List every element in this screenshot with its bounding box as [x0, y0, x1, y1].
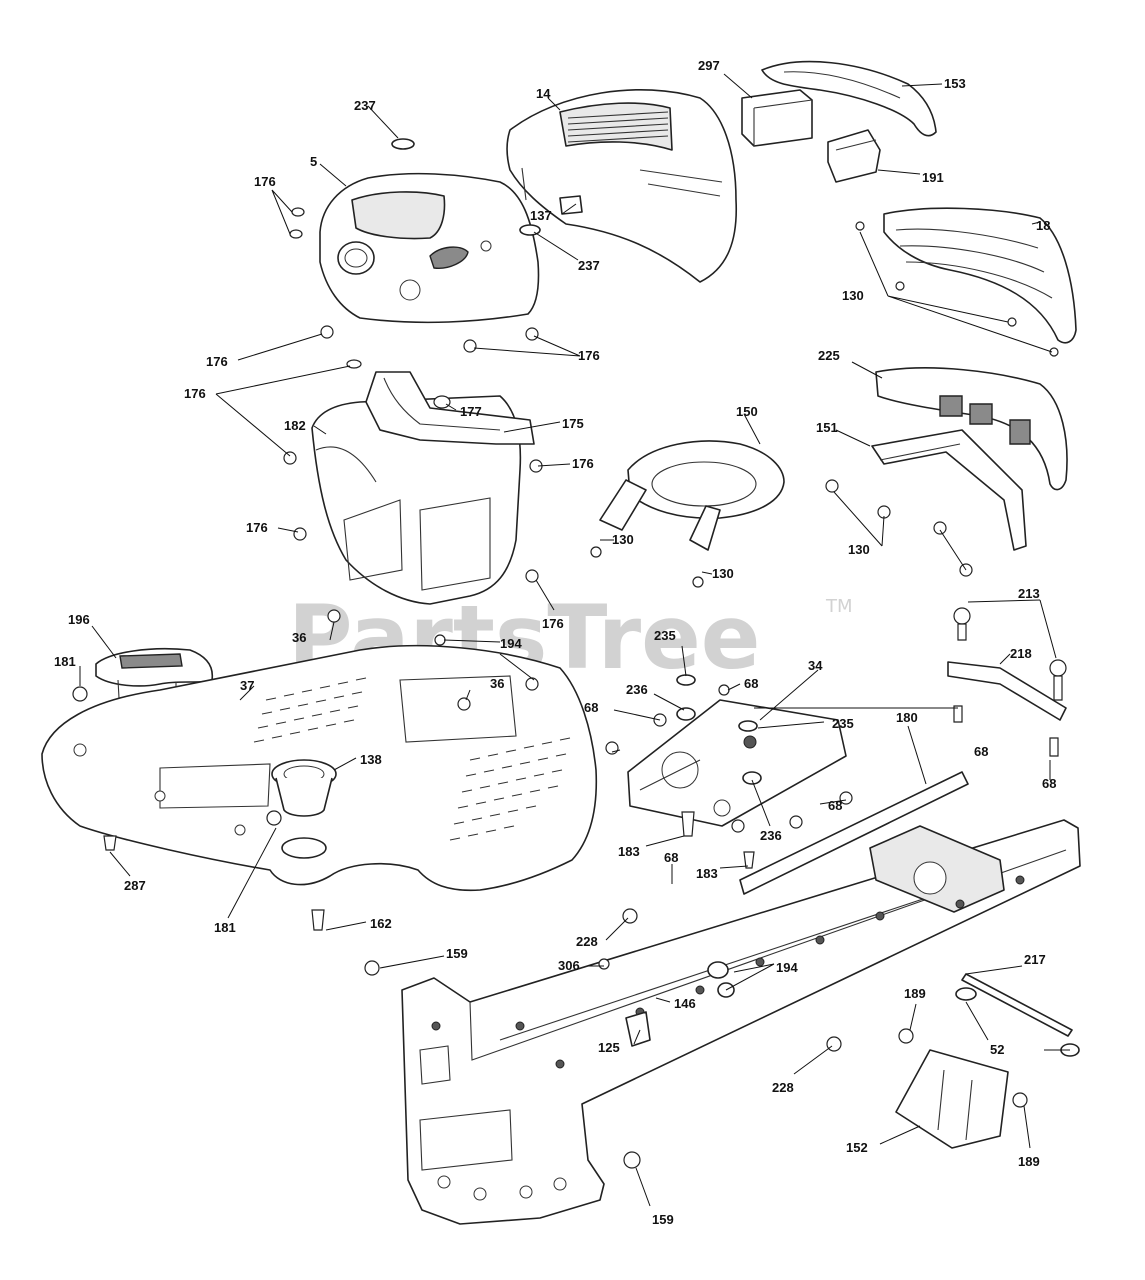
- callout-37: 37: [240, 678, 254, 693]
- callout-151: 151: [816, 420, 838, 435]
- callout-181: 181: [214, 920, 236, 935]
- callout-235: 235: [832, 716, 854, 731]
- callout-175: 175: [562, 416, 584, 431]
- callout-194: 194: [776, 960, 798, 975]
- callout-125: 125: [598, 1040, 620, 1055]
- callout-162: 162: [370, 916, 392, 931]
- callout-191: 191: [922, 170, 944, 185]
- callout-196: 196: [68, 612, 90, 627]
- part-130-pan-screws: [590, 546, 704, 588]
- callout-189: 189: [904, 986, 926, 1001]
- callout-237: 237: [578, 258, 600, 273]
- part-218-bracket: [947, 607, 1067, 757]
- callout-176: 176: [572, 456, 594, 471]
- callout-68: 68: [828, 798, 842, 813]
- callout-306: 306: [558, 958, 580, 973]
- callout-146: 146: [674, 996, 696, 1011]
- callout-68: 68: [664, 850, 678, 865]
- part-217-rod: [955, 973, 1080, 1057]
- callout-176: 176: [578, 348, 600, 363]
- watermark-trademark: TM: [825, 596, 853, 617]
- callout-236: 236: [626, 682, 648, 697]
- callout-14: 14: [536, 86, 551, 101]
- callout-18: 18: [1036, 218, 1050, 233]
- callout-213: 213: [1018, 586, 1040, 601]
- leader-lines: [79, 73, 1070, 1207]
- callout-153: 153: [944, 76, 966, 91]
- callout-68: 68: [744, 676, 758, 691]
- callout-34: 34: [808, 658, 823, 673]
- callout-176: 176: [206, 354, 228, 369]
- callout-189: 189: [1018, 1154, 1040, 1169]
- callout-228: 228: [772, 1080, 794, 1095]
- part-183-bolts: [681, 811, 755, 869]
- callout-5: 5: [310, 154, 317, 169]
- callout-183: 183: [696, 866, 718, 881]
- callout-52: 52: [990, 1042, 1004, 1057]
- callout-218: 218: [1010, 646, 1032, 661]
- part-151-bracket: [871, 429, 1027, 551]
- part-150-pan: [599, 440, 785, 551]
- callout-130: 130: [848, 542, 870, 557]
- part-152-shield: [895, 1028, 1028, 1149]
- callout-177: 177: [460, 404, 482, 419]
- part-5-dash-panel: [319, 172, 540, 324]
- callout-36: 36: [292, 630, 306, 645]
- callout-138: 138: [360, 752, 382, 767]
- part-153-trim: [761, 60, 937, 137]
- callout-68: 68: [584, 700, 598, 715]
- part-138-boot: [271, 759, 337, 859]
- callout-183: 183: [618, 844, 640, 859]
- part-177-clip: [433, 395, 451, 409]
- callout-130: 130: [712, 566, 734, 581]
- callout-237: 237: [354, 98, 376, 113]
- part-176-console-screws: [283, 359, 543, 583]
- callout-217: 217: [1024, 952, 1046, 967]
- part-34-plate: [627, 699, 847, 827]
- callout-137: 137: [530, 208, 552, 223]
- callout-130: 130: [612, 532, 634, 547]
- part-182-console: [311, 395, 522, 605]
- part-130-bracket-screws: [825, 479, 973, 577]
- callout-228: 228: [576, 934, 598, 949]
- callout-68: 68: [1042, 776, 1056, 791]
- part-225-front-panel: [875, 367, 1068, 491]
- part-237-washer-top: [391, 138, 415, 150]
- callout-68: 68: [974, 744, 988, 759]
- part-297-block: [741, 89, 813, 147]
- callout-236: 236: [760, 828, 782, 843]
- callout-labels: 237 14 297 153 176 5 137 237 191 18 130 …: [54, 58, 1056, 1227]
- callout-176: 176: [542, 616, 564, 631]
- part-181-fasteners: [72, 686, 282, 826]
- callout-182: 182: [284, 418, 306, 433]
- part-180-bar: [739, 771, 969, 895]
- part-287-162-bolts: [103, 835, 325, 931]
- callout-130: 130: [842, 288, 864, 303]
- callout-159: 159: [446, 946, 468, 961]
- part-175-bracket: [365, 371, 535, 445]
- callout-194: 194: [500, 636, 522, 651]
- part-18-grille: [883, 207, 1077, 344]
- callout-180: 180: [896, 710, 918, 725]
- callout-152: 152: [846, 1140, 868, 1155]
- callout-150: 150: [736, 404, 758, 419]
- callout-181: 181: [54, 654, 76, 669]
- part-137-decal: [559, 195, 583, 215]
- callout-176: 176: [254, 174, 276, 189]
- part-176-dash-screws: [289, 207, 539, 353]
- callout-159: 159: [652, 1212, 674, 1227]
- callout-176: 176: [184, 386, 206, 401]
- callout-235: 235: [654, 628, 676, 643]
- callout-287: 287: [124, 878, 146, 893]
- part-191-bracket: [827, 129, 881, 183]
- callout-225: 225: [818, 348, 840, 363]
- callout-36: 36: [490, 676, 504, 691]
- callout-176: 176: [246, 520, 268, 535]
- part-14-hood: [506, 89, 738, 283]
- callout-297: 297: [698, 58, 720, 73]
